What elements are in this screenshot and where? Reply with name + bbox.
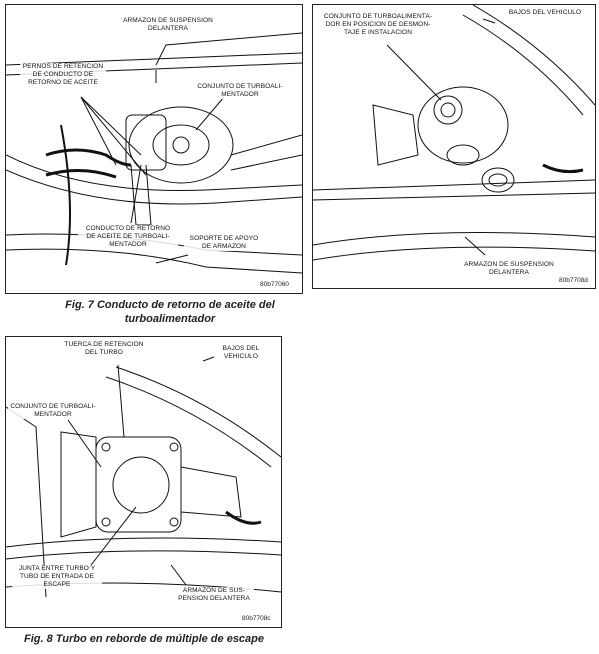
- fig7-illustration: ARMAZON DE SUSPENSION DELANTERA PERNOS D…: [5, 4, 303, 294]
- label-bajos-vehiculo: BAJOS DEL VEHICULO: [503, 9, 587, 17]
- figure-code: 80b77060: [260, 281, 289, 288]
- figure-code: 80b7708c: [242, 615, 271, 622]
- label-bajos-vehiculo: BAJOS DEL VEHICULO: [216, 345, 266, 361]
- label-pernos-retencion: PERNOS DE RETENCION DE CONDUCTO DE RETOR…: [20, 63, 106, 87]
- label-junta-turbo: JUNTA ENTRE TURBO Y TUBO DE ENTRADA DE E…: [12, 565, 102, 589]
- figure-code: 80b7708d: [559, 277, 588, 284]
- label-tuerca-retencion: TUERCA DE RETENCION DEL TURBO: [56, 341, 152, 357]
- label-armazon-suspension: ARMAZON DE SUSPENSION DELANTERA: [118, 17, 218, 33]
- fig7b-drawing: [313, 5, 595, 261]
- label-armazon-suspension: ARMAZON DE SUSPENSION DELANTERA: [459, 261, 559, 277]
- fig7-caption-line1: Fig. 7 Conducto de retorno de aceite del: [65, 299, 275, 311]
- label-armazon-suspension: ARMAZON DE SUS- PENSION DELANTERA: [174, 587, 254, 603]
- label-conjunto-turbo: CONJUNTO DE TURBOALI- MENTADOR: [192, 83, 288, 99]
- label-soporte-apoyo: SOPORTE DE APOYO DE ARMAZON: [184, 235, 264, 251]
- fig7b-illustration: CONJUNTO DE TURBOALIMENTA- DOR EN POSICI…: [312, 4, 596, 289]
- label-conjunto-desmontaje: CONJUNTO DE TURBOALIMENTA- DOR EN POSICI…: [319, 13, 437, 37]
- fig8-illustration: TUERCA DE RETENCION DEL TURBO BAJOS DEL …: [5, 336, 282, 628]
- fig7-caption-line2: turboalimentador: [124, 313, 216, 325]
- label-conjunto-turbo: CONJUNTO DE TURBOALI- MENTADOR: [8, 403, 98, 419]
- fig8-caption: Fig. 8 Turbo en reborde de múltiple de e…: [23, 633, 265, 645]
- label-conducto-retorno: CONDUCTO DE RETORNO DE ACEITE DE TURBOAL…: [78, 225, 178, 249]
